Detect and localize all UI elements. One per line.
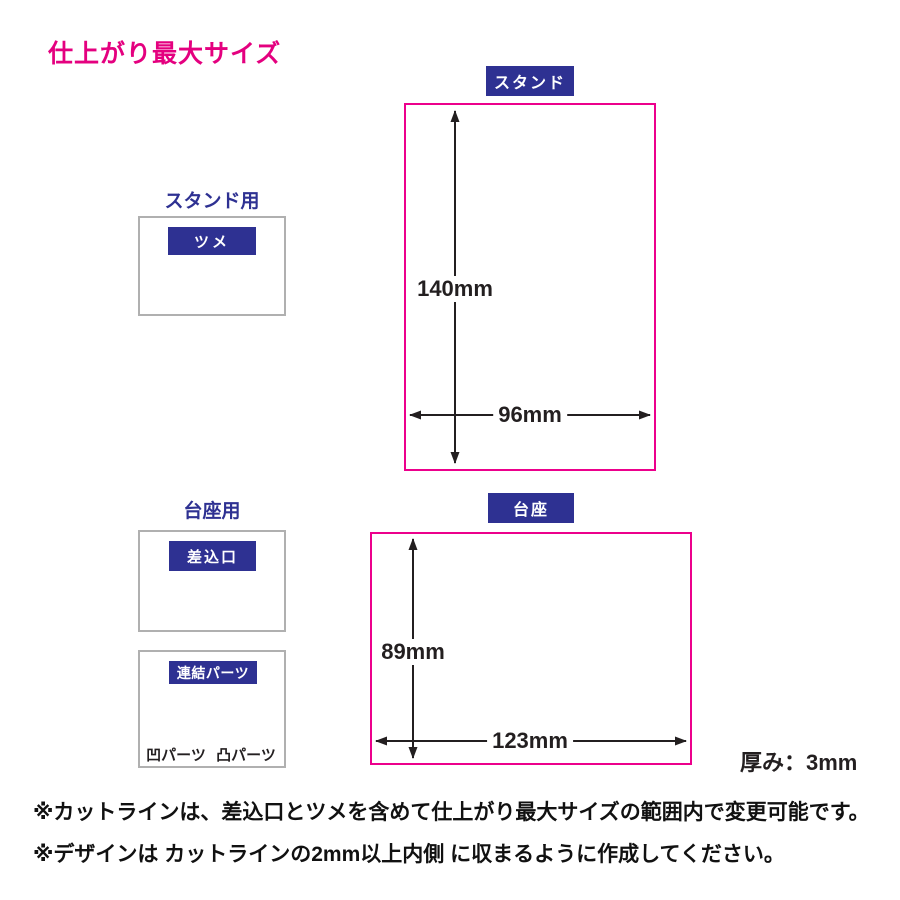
base-height-value: 89mm [376, 639, 450, 665]
base-tag: 台座 [488, 493, 574, 523]
stand-height-value: 140mm [412, 276, 498, 302]
stand-width-value: 96mm [493, 402, 567, 428]
page-title: 仕上がり最大サイズ [48, 40, 282, 68]
base-slot-chip: 差込口 [169, 541, 256, 571]
base-parts-heading: 台座用 [183, 501, 241, 522]
base-width-value: 123mm [487, 728, 573, 754]
note-design: ※デザインは カットラインの2mm以上内側 に収まるように作成してください。 [33, 843, 785, 866]
concave-part-label: 凹パーツ [146, 747, 206, 764]
convex-part-label: 凸パーツ [216, 747, 276, 764]
thickness-label: 厚み：3mm [740, 750, 858, 775]
stand-parts-heading: スタンド用 [164, 191, 260, 212]
connector-parts-chip: 連結パーツ [169, 661, 257, 684]
stand-tag: スタンド [486, 66, 574, 96]
stand-tab-chip: ツメ [168, 227, 256, 255]
note-cutline: ※カットラインは、差込口とツメを含めて仕上がり最大サイズの範囲内で変更可能です。 [33, 801, 870, 824]
